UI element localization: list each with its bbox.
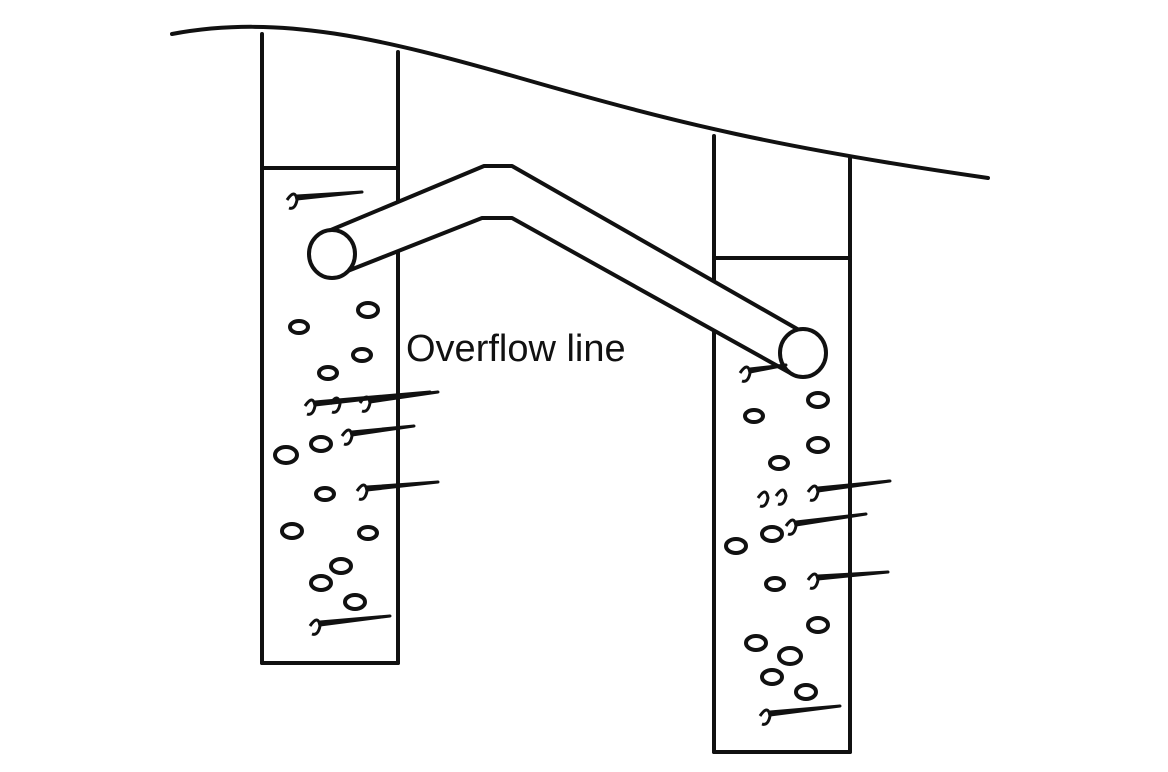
gravel-flecks xyxy=(285,190,892,726)
overflow-line-label: Overflow line xyxy=(406,328,626,370)
left-seepage-pit xyxy=(260,32,400,665)
gravel-pebbles xyxy=(273,301,830,701)
overflow-pipe xyxy=(307,164,828,379)
ground-surface-line xyxy=(170,24,990,180)
right-seepage-pit xyxy=(712,134,852,754)
